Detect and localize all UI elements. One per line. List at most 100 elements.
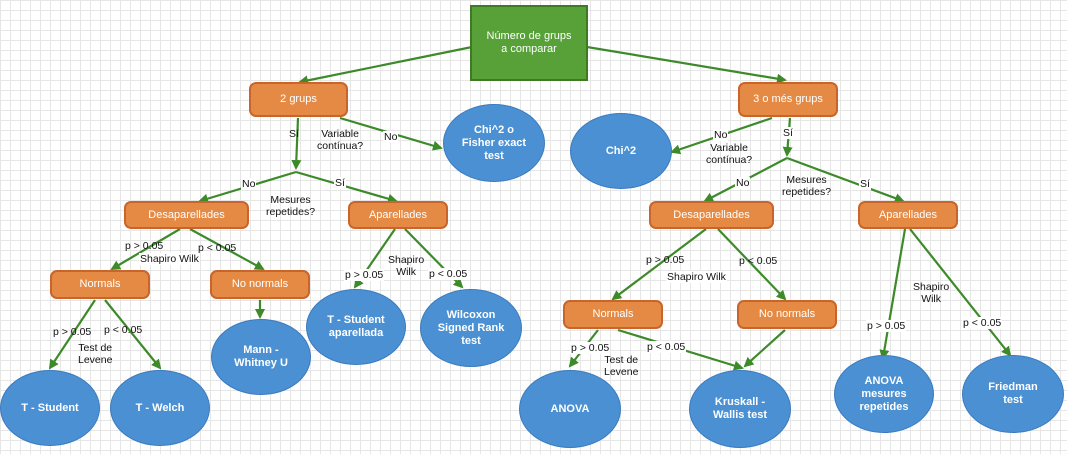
leaf-mann-line1: Mann -	[243, 344, 279, 356]
leaf-anova: ANOVA	[519, 370, 621, 448]
root-node: Número de grups a comparar	[470, 5, 588, 81]
label-left-apar-plt: p < 0.05	[428, 268, 469, 280]
node-aparellades-right: Aparellades	[858, 201, 958, 229]
node-desaparellades-left: Desaparellades	[124, 201, 249, 229]
leaf-chi-fisher-line1: Chi^2 o	[473, 123, 515, 136]
leaf-wilcoxon: Wilcoxon Signed Rank test	[420, 289, 522, 367]
right-repeated-line2: repetides?	[782, 186, 832, 198]
node-aparellades-left: Aparellades	[348, 201, 448, 229]
label-left-continuous: Variable contínua?	[317, 128, 363, 152]
label-right-normals-plt: p < 0.05	[646, 341, 687, 353]
leaf-tpaired-line2: aparellada	[328, 327, 384, 339]
edge-nonormals-to-kruskal	[743, 329, 786, 368]
edge-root-to-2grups	[298, 45, 473, 86]
edge-apar-to-anovarep	[879, 228, 907, 360]
label-left-yes: Sí	[289, 128, 299, 140]
leaf-wilcoxon-line1: Wilcoxon	[446, 308, 496, 321]
label-right-no2: No	[735, 177, 751, 189]
leaf-anovarep-line1: ANOVA	[864, 374, 904, 387]
node-normals-left: Normals	[50, 270, 150, 299]
left-continuous-line2: contínua?	[317, 140, 364, 152]
label-left-desap-plt: p < 0.05	[198, 242, 237, 254]
leaf-chi-fisher-line3: test	[484, 149, 504, 162]
leaf-t-student-aparellada: T - Student aparellada	[306, 289, 406, 365]
leaf-chi-fisher-line2: Fisher exact	[461, 136, 527, 149]
right-continuous-line2: contínua?	[706, 154, 753, 166]
label-right-levene: Test de Levene	[604, 354, 638, 378]
label-right-apar-plt: p < 0.05	[962, 317, 1003, 329]
right-apar-shapiro-line2: Wilk	[921, 293, 942, 305]
leaf-chi-fisher: Chi^2 o Fisher exact test	[443, 104, 545, 182]
leaf-mann-line2: Whitney U	[234, 357, 288, 369]
leaf-mann-whitney: Mann - Whitney U	[211, 319, 311, 395]
left-repeated-line2: repetides?	[266, 206, 316, 218]
label-right-repeated: Mesures repetides?	[782, 174, 831, 198]
leaf-kruskal-line1: Kruskall -	[714, 396, 766, 408]
leaf-anovarep-line3: repetides	[859, 400, 909, 413]
label-left-normals-plt: p < 0.05	[104, 324, 143, 336]
label-left-shapiro: Shapiro Wilk	[139, 253, 200, 265]
edge-2grups-to-split	[291, 117, 302, 170]
leaf-t-student: T - Student	[0, 370, 100, 446]
leaf-friedman-line2: test	[1003, 394, 1023, 406]
label-left-repeated: Mesures repetides?	[266, 194, 315, 218]
leaf-anovarep-line2: mesures	[861, 387, 907, 400]
right-levene-line2: Levene	[604, 366, 639, 378]
root-line2: a comparar	[501, 43, 557, 55]
label-right-normals-pgt: p > 0.05	[570, 342, 611, 354]
label-right-apar-shapiro: Shapiro Wilk	[913, 281, 949, 305]
node-2-grups: 2 grups	[249, 82, 348, 117]
leaf-friedman: Friedman test	[962, 355, 1064, 433]
label-right-desap-plt: p < 0.05	[739, 255, 778, 267]
label-left-apar-pgt: p > 0.05	[344, 269, 385, 281]
label-right-yes: Sí	[782, 127, 794, 139]
left-levene-line1: Test de	[78, 342, 113, 354]
right-continuous-line1: Variable	[710, 142, 748, 154]
edge-split-to-apar	[295, 170, 398, 204]
node-3-grups: 3 o més grups	[738, 82, 838, 117]
leaf-tpaired-line1: T - Student	[327, 314, 385, 326]
edge-apar-to-friedman	[909, 228, 1012, 357]
root-line1: Número de grups	[486, 30, 572, 42]
edge-desap-to-nonormals-r	[717, 228, 787, 301]
label-left-apar-shapiro: Shapiro Wilk	[388, 254, 424, 278]
leaf-wilcoxon-line2: Signed Rank	[437, 321, 505, 334]
node-no-normals-left: No normals	[210, 270, 310, 299]
label-left-desap-pgt: p > 0.05	[125, 240, 164, 252]
label-right-desap-pgt: p > 0.05	[646, 254, 685, 266]
edge-root-to-3grups	[586, 45, 787, 84]
label-right-continuous: Variable contínua?	[706, 142, 752, 166]
right-repeated-line1: Mesures	[786, 174, 827, 186]
leaf-chi2: Chi^2	[570, 113, 672, 189]
leaf-anova-repeated: ANOVA mesures repetides	[834, 355, 934, 433]
label-left-normals-pgt: p > 0.05	[53, 326, 92, 338]
label-left-levene: Test de Levene	[78, 342, 112, 366]
leaf-wilcoxon-line3: test	[461, 334, 481, 347]
left-levene-line2: Levene	[78, 354, 113, 366]
edge-desap-to-nonormals	[189, 228, 265, 270]
label-left-no: No	[383, 131, 399, 143]
label-right-apar-pgt: p > 0.05	[866, 320, 907, 332]
label-right-yes2: Sí	[859, 178, 871, 190]
label-right-no: No	[713, 129, 729, 141]
right-levene-line1: Test de	[604, 354, 639, 366]
left-apar-shapiro-line2: Wilk	[396, 266, 417, 278]
edge-split-to-apar-r	[786, 156, 905, 203]
edge-normals-to-tstudent	[48, 299, 96, 370]
edge-desap-to-normals-r	[611, 228, 707, 301]
leaf-kruskal-line2: Wallis test	[713, 409, 767, 421]
label-left-yes2: Sí	[334, 177, 346, 189]
leaf-friedman-line1: Friedman	[988, 381, 1038, 393]
node-desaparellades-right: Desaparellades	[649, 201, 774, 229]
left-repeated-line1: Mesures	[270, 194, 311, 206]
left-apar-shapiro-line1: Shapiro	[388, 254, 425, 266]
node-normals-right: Normals	[563, 300, 663, 329]
right-apar-shapiro-line1: Shapiro	[913, 281, 950, 293]
edge-desap-to-normals	[110, 228, 181, 271]
node-no-normals-right: No normals	[737, 300, 837, 329]
leaf-kruskal-wallis: Kruskall - Wallis test	[689, 370, 791, 448]
leaf-t-welch: T - Welch	[110, 370, 210, 446]
left-continuous-line1: Variable	[321, 128, 359, 140]
label-right-shapiro: Shapiro Wilk	[666, 271, 727, 283]
edge-normals-to-twelch	[104, 299, 162, 370]
